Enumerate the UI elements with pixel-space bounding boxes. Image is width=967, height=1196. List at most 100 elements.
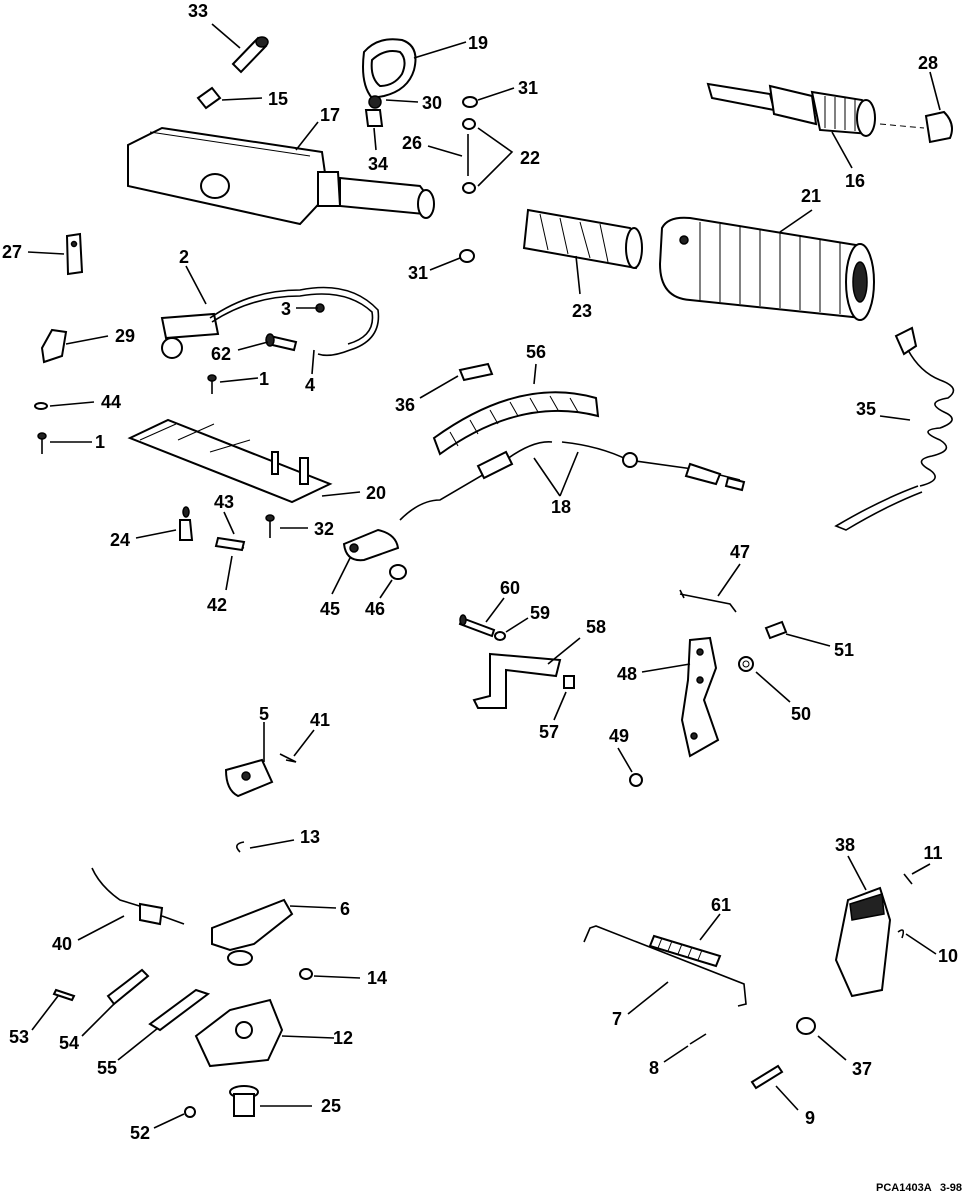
part-31-nut-top xyxy=(462,96,478,108)
part-29-bracket xyxy=(40,328,68,364)
callout-13: 13 xyxy=(300,827,320,847)
callout-27: 27 xyxy=(2,242,22,262)
callout-31-lower: 31 xyxy=(408,263,428,283)
callout-51: 51 xyxy=(834,640,854,660)
callout-30: 30 xyxy=(422,93,442,113)
callout-4: 4 xyxy=(305,375,315,395)
part-60-screw xyxy=(458,614,496,638)
callout-37: 37 xyxy=(852,1059,872,1079)
part-33-pin xyxy=(231,36,269,74)
part-51-screw xyxy=(764,620,788,640)
part-7-rod xyxy=(583,925,747,1007)
callout-52: 52 xyxy=(130,1123,150,1143)
callout-36: 36 xyxy=(395,395,415,415)
callout-56: 56 xyxy=(526,342,546,362)
callouts: 33 19 31 15 17 30 26 22 34 28 16 21 27 2… xyxy=(2,1,958,1143)
callout-1-lower: 1 xyxy=(95,432,105,452)
callout-24: 24 xyxy=(110,530,130,550)
part-49-washer xyxy=(629,773,643,787)
callout-48: 48 xyxy=(617,664,637,684)
callout-28: 28 xyxy=(918,53,938,73)
callout-34: 34 xyxy=(368,154,388,174)
part-2-stop-switch xyxy=(160,286,380,359)
callout-5: 5 xyxy=(259,704,269,724)
callout-15: 15 xyxy=(268,89,288,109)
part-19-lever xyxy=(362,38,417,127)
callout-20: 20 xyxy=(366,483,386,503)
part-50-washer xyxy=(738,656,754,672)
part-5-bracket xyxy=(224,758,274,798)
part-31-nut-lower xyxy=(459,249,475,263)
callout-14: 14 xyxy=(367,968,387,988)
callout-41: 41 xyxy=(310,710,330,730)
part-57-spacer xyxy=(563,675,575,689)
callout-17: 17 xyxy=(320,105,340,125)
callout-19: 19 xyxy=(468,33,488,53)
callout-53: 53 xyxy=(9,1027,29,1047)
callout-23: 23 xyxy=(572,301,592,321)
part-53-screw xyxy=(52,988,76,1002)
part-20-plate-assembly xyxy=(127,418,333,504)
callout-11: 11 xyxy=(923,843,942,863)
callout-50: 50 xyxy=(791,704,811,724)
callout-21: 21 xyxy=(801,186,821,206)
part-38-handle xyxy=(834,886,892,998)
part-8-pin xyxy=(689,1033,707,1045)
part-11-pin xyxy=(903,873,913,885)
part-10-clip xyxy=(897,929,905,939)
callout-55: 55 xyxy=(97,1058,117,1078)
callout-58: 58 xyxy=(586,617,606,637)
callout-10: 10 xyxy=(938,946,958,966)
callout-1-upper: 1 xyxy=(259,369,269,389)
part-52-nut xyxy=(184,1106,196,1118)
part-61-spring xyxy=(648,934,722,968)
part-56-sleeve xyxy=(432,391,600,456)
callout-26: 26 xyxy=(402,133,422,153)
part-44-washer xyxy=(34,402,48,410)
part-14-screw xyxy=(299,968,313,980)
callout-57: 57 xyxy=(539,722,559,742)
callout-16: 16 xyxy=(845,171,865,191)
part-58-bracket xyxy=(472,652,562,709)
callout-32: 32 xyxy=(314,519,334,539)
part-23-grip-insert xyxy=(522,208,643,270)
part-41-clip xyxy=(279,753,297,763)
part-62-screw xyxy=(265,333,298,352)
part-55-spring xyxy=(148,988,211,1032)
callout-9: 9 xyxy=(805,1108,815,1128)
callout-54: 54 xyxy=(59,1033,79,1053)
part-36-clip xyxy=(458,362,494,382)
part-35-lanyard xyxy=(834,326,955,531)
part-54-clip xyxy=(106,968,150,1006)
callout-12: 12 xyxy=(333,1028,353,1048)
callout-33: 33 xyxy=(188,1,208,21)
part-1-screw-upper xyxy=(207,374,217,394)
part-48-throttle-link xyxy=(680,636,720,758)
callout-22: 22 xyxy=(520,148,540,168)
part-1-screw-lower xyxy=(37,432,47,454)
part-18-cable xyxy=(399,441,746,521)
date-code: 3-98 xyxy=(940,1182,962,1194)
callout-43: 43 xyxy=(214,492,234,512)
part-13-retainer xyxy=(236,841,245,853)
callout-29: 29 xyxy=(115,326,135,346)
callout-6: 6 xyxy=(340,899,350,919)
part-40-switch xyxy=(91,867,185,926)
drawing-code: PCA1403A xyxy=(876,1182,932,1194)
callout-42: 42 xyxy=(207,595,227,615)
part-59-washer xyxy=(494,631,506,641)
part-27-plate xyxy=(65,232,84,276)
callout-3: 3 xyxy=(281,299,291,319)
callout-7: 7 xyxy=(612,1009,622,1029)
part-17-tiller-arm xyxy=(127,126,435,226)
part-47-link xyxy=(679,589,737,613)
part-24-switch xyxy=(179,506,194,541)
callout-31: 31 xyxy=(518,78,538,98)
callout-49: 49 xyxy=(609,726,629,746)
part-15-bushing xyxy=(196,86,222,110)
callout-25: 25 xyxy=(321,1096,341,1116)
callout-2: 2 xyxy=(179,247,189,267)
part-12-housing xyxy=(194,998,284,1068)
callout-47: 47 xyxy=(730,542,750,562)
